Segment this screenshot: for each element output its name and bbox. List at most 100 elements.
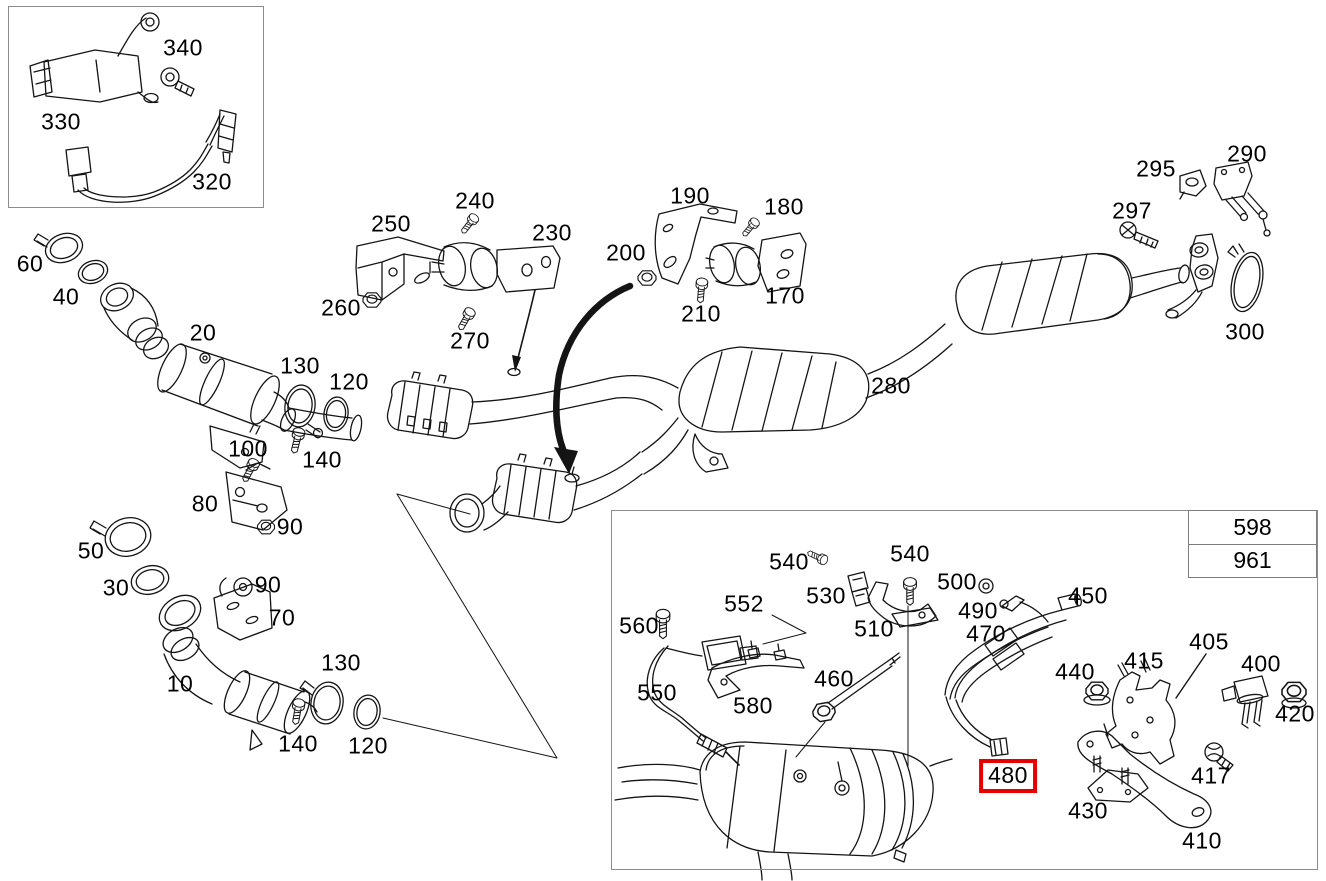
- part-label-340[interactable]: 340: [163, 34, 203, 61]
- upper-exhaust-pipe: [283, 367, 617, 442]
- part-label-190[interactable]: 190: [670, 182, 710, 209]
- part-410-bracket: [1077, 723, 1212, 829]
- part-label-440[interactable]: 440: [1055, 658, 1095, 685]
- part-label-460[interactable]: 460: [814, 665, 854, 692]
- part-440-nut: [1083, 681, 1111, 706]
- part-label-552[interactable]: 552: [724, 590, 764, 617]
- part-120a-gasket: [323, 396, 349, 432]
- part-label-295[interactable]: 295: [1136, 155, 1176, 182]
- part-label-80[interactable]: 80: [191, 490, 219, 517]
- part-415-bracket: [1105, 658, 1176, 765]
- part-label-450[interactable]: 450: [1068, 582, 1108, 609]
- part-510-bracket: [867, 581, 939, 628]
- part-label-470[interactable]: 470: [966, 620, 1006, 647]
- part-label-230[interactable]: 230: [532, 219, 572, 246]
- part-label-400[interactable]: 400: [1241, 650, 1281, 677]
- part-label-300[interactable]: 300: [1225, 318, 1265, 345]
- rear-muffler: [955, 252, 1190, 335]
- part-label-415[interactable]: 415: [1124, 647, 1164, 674]
- part-460-rod: [795, 652, 901, 758]
- part-label-170[interactable]: 170: [765, 282, 805, 309]
- reference-group-961[interactable]: 961: [1233, 547, 1272, 574]
- part-label-330[interactable]: 330: [41, 108, 81, 135]
- part-170-rubber-mount: [705, 232, 807, 293]
- part-400-sensor: [1221, 675, 1269, 729]
- part-label-280[interactable]: 280: [871, 372, 911, 399]
- part-label-50[interactable]: 50: [77, 537, 105, 564]
- part-label-500[interactable]: 500: [937, 568, 977, 595]
- part-label-410[interactable]: 410: [1182, 827, 1222, 854]
- part-label-530[interactable]: 530: [806, 582, 846, 609]
- part-label-10[interactable]: 10: [166, 670, 194, 697]
- part-label-540b[interactable]: 540: [890, 540, 930, 567]
- part-label-60[interactable]: 60: [16, 250, 44, 277]
- lower-exhaust-pipe: [449, 451, 643, 533]
- part-label-70[interactable]: 70: [268, 604, 296, 631]
- part-label-250[interactable]: 250: [371, 210, 411, 237]
- part-label-270[interactable]: 270: [450, 327, 490, 354]
- part-530-clip: [847, 571, 871, 607]
- part-450-470-hoses: [944, 593, 1082, 748]
- part-label-130b[interactable]: 130: [321, 649, 361, 676]
- part-label-490[interactable]: 490: [958, 597, 998, 624]
- part-label-180[interactable]: 180: [764, 193, 804, 220]
- part-label-140b[interactable]: 140: [278, 730, 318, 757]
- part-130a-clamp: [284, 384, 324, 439]
- part-130b-clamp: [299, 680, 344, 725]
- part-490-fitting: [999, 595, 1049, 623]
- part-label-140a[interactable]: 140: [302, 446, 342, 473]
- part-label-420[interactable]: 420: [1275, 700, 1315, 727]
- part-420-nut: [1281, 681, 1307, 709]
- part-280-center-muffler: [609, 323, 953, 475]
- part-label-405[interactable]: 405: [1189, 628, 1229, 655]
- reference-group-598[interactable]: 598: [1189, 511, 1316, 545]
- part-250-bracket: [355, 236, 445, 301]
- part-label-120b[interactable]: 120: [348, 732, 388, 759]
- part-60-clamp: [33, 232, 84, 264]
- part-label-580[interactable]: 580: [733, 692, 773, 719]
- part-label-550[interactable]: 550: [637, 679, 677, 706]
- part-label-30[interactable]: 30: [102, 574, 130, 601]
- installation-arrow-thick: [553, 282, 634, 474]
- part-label-210[interactable]: 210: [681, 300, 721, 327]
- part-label-130a[interactable]: 130: [280, 352, 320, 379]
- part-20-catalytic-converter: [99, 282, 297, 469]
- part-label-320[interactable]: 320: [192, 168, 232, 195]
- reference-group-table: 598 961: [1188, 510, 1317, 578]
- part-290-bracket-pins: [1213, 161, 1271, 237]
- part-label-240[interactable]: 240: [455, 187, 495, 214]
- part-10-catalytic-converter: [158, 594, 318, 751]
- part-label-20[interactable]: 20: [189, 319, 217, 346]
- part-label-40[interactable]: 40: [52, 283, 80, 310]
- part-70-bracket: [213, 577, 273, 641]
- part-300-clamp: [1227, 243, 1264, 313]
- part-label-430[interactable]: 430: [1068, 797, 1108, 824]
- part-295-rubber-mount: [1179, 169, 1207, 200]
- part-552-control-module: [701, 614, 807, 671]
- installation-arrow-thin: [512, 289, 536, 372]
- part-label-200[interactable]: 200: [606, 239, 646, 266]
- part-330-bracket: [29, 12, 160, 104]
- part-550-temp-sensor: [646, 645, 740, 766]
- part-label-290[interactable]: 290: [1227, 140, 1267, 167]
- part-label-120a[interactable]: 120: [329, 368, 369, 395]
- part-320-oxygen-sensor: [65, 109, 237, 203]
- part-label-260[interactable]: 260: [321, 294, 361, 321]
- part-label-540a[interactable]: 540: [769, 548, 809, 575]
- part-label-90a[interactable]: 90: [276, 513, 304, 540]
- inset-reference-lines: [382, 493, 558, 759]
- part-label-90b[interactable]: 90: [254, 571, 282, 598]
- part-label-297[interactable]: 297: [1112, 197, 1152, 224]
- part-label-480[interactable]: 480: [979, 759, 1037, 793]
- part-label-510[interactable]: 510: [854, 615, 894, 642]
- part-label-100[interactable]: 100: [228, 435, 268, 462]
- pointer-line-405: [1175, 653, 1207, 699]
- part-label-560[interactable]: 560: [619, 612, 659, 639]
- oxygen-sensor-inset-box: [8, 6, 264, 208]
- inset-muffler: [614, 737, 1009, 881]
- part-label-417[interactable]: 417: [1191, 762, 1231, 789]
- part-500-grommet: [978, 578, 994, 594]
